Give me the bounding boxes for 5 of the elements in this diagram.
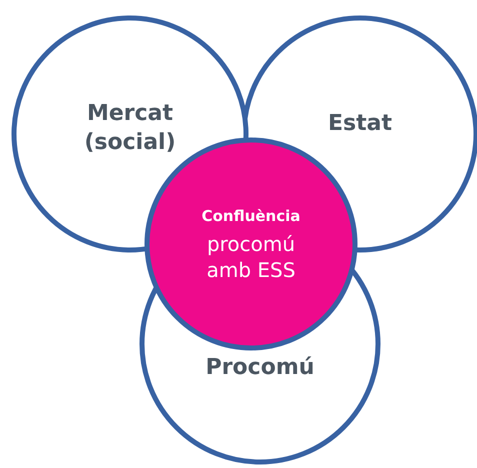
- circle-label: Procomú: [206, 354, 314, 382]
- circle-label: procomú amb ESS: [206, 230, 296, 283]
- circle-label: Mercat (social): [83, 100, 177, 157]
- circle-label: Confluència: [202, 207, 300, 227]
- circle-label: Estat: [328, 110, 392, 138]
